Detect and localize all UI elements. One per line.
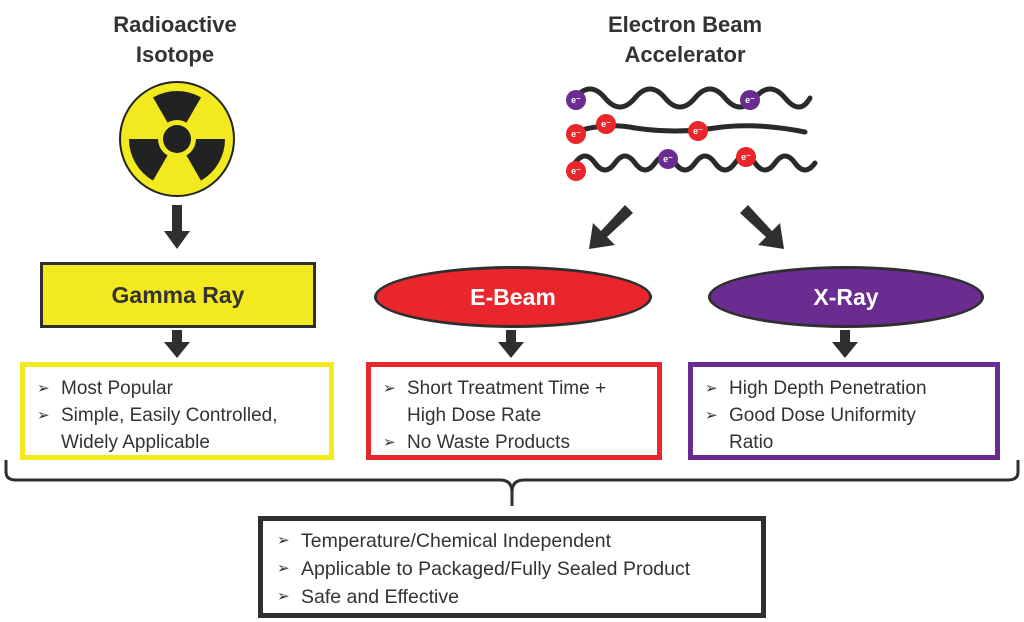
gamma-ray-benefits-box: ➢Most Popular ➢Simple, Easily Controlled…: [20, 362, 334, 460]
bullet-arrow-icon: ➢: [383, 434, 396, 451]
arrow-down-icon: [832, 330, 858, 358]
electron-label: e⁻: [745, 95, 755, 105]
arrow-down-icon: [498, 330, 524, 358]
list-item: ➢Most Popular: [33, 375, 321, 402]
arrow-down-left-icon: [589, 205, 633, 249]
arrow-down-right-icon: [740, 205, 784, 249]
title-line-2: Isotope: [135, 42, 215, 67]
list-item-continuation: Widely Applicable: [61, 432, 210, 453]
list-item: ➢High Depth Penetration: [701, 375, 987, 402]
bullet-arrow-icon: ➢: [277, 532, 290, 549]
curly-brace-icon: [4, 460, 1020, 506]
list-item: ➢Simple, Easily Controlled,: [33, 402, 321, 429]
gamma-ray-node: Gamma Ray: [40, 262, 316, 328]
list-item: ➢Good Dose Uniformity: [701, 402, 987, 429]
e-beam-label: E-Beam: [470, 283, 556, 310]
list-item: ➢No Waste Products: [379, 429, 649, 456]
electron-label: e⁻: [741, 152, 751, 162]
bullet-arrow-icon: ➢: [37, 407, 50, 424]
arrow-down-icon: [164, 205, 190, 249]
arrow-down-icon: [164, 330, 190, 358]
list-item: ➢Applicable to Packaged/Fully Sealed Pro…: [273, 555, 751, 583]
title-line-1: Radioactive: [113, 12, 237, 37]
title-line-1: Electron Beam: [607, 12, 763, 37]
list-item: ➢Short Treatment Time +: [379, 375, 649, 402]
electron-beam-accelerator-title: Electron Beam Accelerator: [580, 10, 790, 70]
list-item: ➢Temperature/Chemical Independent: [273, 527, 751, 555]
bullet-arrow-icon: ➢: [705, 407, 718, 424]
bullet-arrow-icon: ➢: [277, 560, 290, 577]
electron-label: e⁻: [571, 129, 581, 139]
electron-beam-waves-icon: e⁻ e⁻ e⁻ e⁻ e⁻ e⁻ e⁻ e⁻: [566, 86, 818, 181]
radioactive-isotope-title: Radioactive Isotope: [80, 10, 270, 70]
electron-label: e⁻: [571, 95, 581, 105]
electron-label: e⁻: [571, 166, 581, 176]
bullet-arrow-icon: ➢: [277, 588, 290, 605]
title-line-2: Accelerator: [624, 42, 746, 67]
list-item-continuation: Ratio: [729, 432, 774, 453]
common-benefits-box: ➢Temperature/Chemical Independent ➢Appli…: [258, 516, 766, 618]
bullet-arrow-icon: ➢: [383, 380, 396, 397]
x-ray-benefits-box: ➢High Depth Penetration ➢Good Dose Unifo…: [688, 362, 1000, 460]
electron-label: e⁻: [693, 126, 703, 136]
gamma-ray-label: Gamma Ray: [111, 281, 245, 308]
bullet-arrow-icon: ➢: [37, 380, 50, 397]
e-beam-benefits-box: ➢Short Treatment Time + High Dose Rate ➢…: [366, 362, 662, 460]
x-ray-label: X-Ray: [813, 283, 879, 310]
radiation-trefoil-icon: [119, 81, 235, 197]
e-beam-node: E-Beam: [374, 266, 652, 328]
list-item-continuation: High Dose Rate: [407, 405, 542, 426]
list-item: ➢Safe and Effective: [273, 583, 751, 611]
electron-label: e⁻: [601, 119, 611, 129]
electron-label: e⁻: [663, 154, 673, 164]
bullet-arrow-icon: ➢: [705, 380, 718, 397]
x-ray-node: X-Ray: [708, 266, 984, 328]
